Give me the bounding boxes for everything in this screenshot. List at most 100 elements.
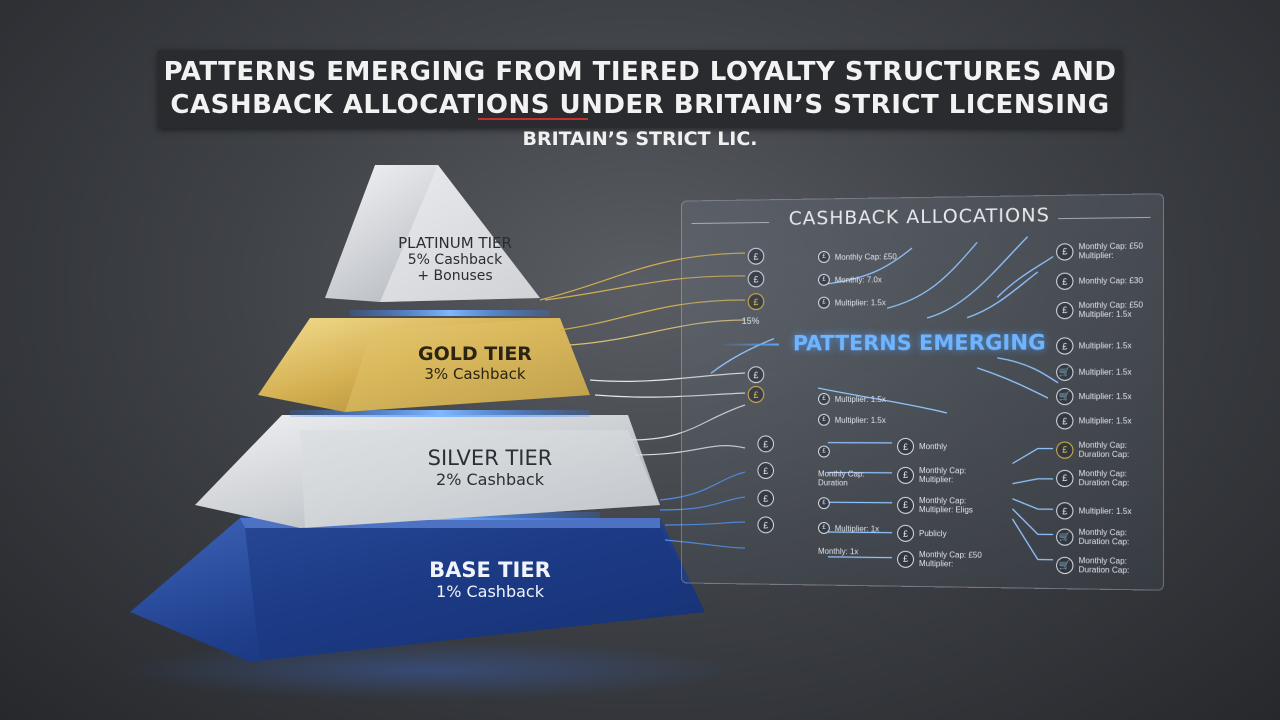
pound-coin-icon: £ [818,521,830,535]
pound-coin-icon: £ [757,489,774,507]
pound-coin-icon: £ [757,462,774,480]
node-label: Monthly Cap: Multiplier: Eligs [918,496,973,515]
pound-coin-icon: £ [757,516,774,534]
allocation-node: £ [747,386,765,403]
cart-icon: 🛒 [1056,556,1074,574]
node-label: Monthly: 7.0x [834,274,882,285]
node-label: Monthly Cap: £50 [834,251,897,262]
gold-tier-name: GOLD TIER [418,343,532,365]
allocation-node: £ Monthly: 7.0x [818,273,882,286]
node-label: Monthly Cap: £50 Multiplier: [1078,241,1144,261]
pound-coin-icon: £ [897,496,915,514]
allocation-node: £Monthly Cap: £50 Multiplier: 1.5x [1056,300,1156,319]
platinum-tier-cashback: 5% Cashback [407,252,503,268]
node-label: Multiplier: 1.5x [1078,392,1132,402]
allocation-node: £Multiplier: 1.5x [1056,502,1132,520]
allocation-node: 🛒Monthly Cap: Duration Cap: [1056,527,1150,546]
allocation-node: 🛒 Multiplier: 1.5x [1056,363,1132,381]
allocation-node: 🛒Monthly Cap: Duration Cap: [1056,556,1150,576]
node-label: Monthly Cap: Duration Cap: [1078,556,1130,575]
base-tier-label: BASE TIER 1% Cashback [380,558,600,601]
node-label: Monthly Cap: Multiplier: [918,466,967,485]
node-label: Monthly: 1x [818,546,859,557]
percentage-label: 15% [741,315,760,326]
cart-icon: 🛒 [1056,363,1074,381]
allocation-node: £Monthly Cap: £50 [818,250,897,264]
flow-arrow [927,237,1028,318]
platinum-tier-front-face [380,165,540,302]
cart-icon: 🛒 [1056,527,1074,546]
allocation-node: £Monthly Cap: £30 [1056,272,1143,290]
allocation-node: £ [757,516,774,534]
allocation-node: Monthly: 1x [818,547,858,556]
node-label: Multiplier: 1.5x [1078,416,1132,426]
node-label: Monthly Cap: Duration Cap: [1078,440,1130,460]
allocation-node: £Multiplier: 1x [818,521,879,535]
gold-tier-label: GOLD TIER 3% Cashback [380,343,570,383]
silver-tier-front-face [300,430,660,528]
pound-coin-icon: £ [897,524,915,542]
base-tier-cashback: 1% Cashback [436,582,544,601]
pound-coin-icon: £ [897,466,915,484]
allocation-node: £Publicly [897,524,947,543]
pound-coin-icon: £ [1056,242,1074,261]
flow-arrow [967,272,1038,318]
flow-arrow [828,502,892,503]
allocation-node: £Monthly Cap: Duration Cap: [1056,441,1150,460]
node-label: Multiplier: 1.5x [834,415,886,425]
allocation-node: £ [747,366,765,384]
pound-coin-icon: £ [747,247,765,265]
pound-coin-icon: £ [897,437,915,455]
node-label: Monthly [918,442,948,452]
allocation-node: £Monthly Cap: Multiplier: [897,466,989,485]
pound-coin-icon: £ [747,270,765,288]
pound-coin-icon: £ [818,497,830,510]
pound-coin-icon: £ [818,296,830,309]
platinum-tier-label: PLATINUM TIER 5% Cashback + Bonuses [360,234,550,284]
node-label: Monthly Cap: Duration [818,469,865,488]
node-label: Publicly [918,529,947,539]
node-label: Monthly Cap: Duration Cap: [1078,527,1130,547]
node-label: Multiplier: 1.5x [1078,367,1132,377]
allocation-node: £ [757,462,774,480]
cart-icon: 🛒 [1056,387,1074,406]
title-line-1: PATTERNS EMERGING FROM TIERED LOYALTY ST… [163,57,1117,87]
allocation-node: £ [818,445,830,458]
allocation-node: £Monthly [897,437,948,455]
pound-coin-icon: £ [1056,412,1074,430]
platinum-tier-bonuses: + Bonuses [417,268,493,284]
gold-tier-cashback: 3% Cashback [424,365,526,383]
flow-arrow [828,557,892,558]
node-label: Monthly Cap: £30 [1078,276,1144,286]
allocation-node: £ [747,270,765,288]
pound-coin-icon: £ [818,273,830,286]
flow-arrow [997,257,1053,298]
flow-arrow [1012,519,1053,560]
allocation-node: £Monthly Cap: Duration Cap: [1056,469,1150,488]
pound-coin-icon: £ [818,413,830,426]
flow-arrow [1012,509,1053,535]
node-label: Monthly Cap: Duration Cap: [1078,468,1130,488]
pound-coin-icon: £ [818,445,830,458]
flow-arrow [977,368,1048,398]
gold-tier-glow [350,310,550,316]
allocation-node: £ Multiplier: 1.5x [818,413,886,426]
allocation-node: £ [757,489,774,507]
pound-coin-icon: £ [747,386,765,403]
allocation-node: £ [747,293,765,311]
allocation-node: £ [818,497,830,510]
title-line-2: CASHBACK ALLOCATIONS UNDER BRITAIN’S STR… [170,90,1110,120]
title-banner: PATTERNS EMERGING FROM TIERED LOYALTY ST… [158,50,1122,128]
node-label: Monthly Cap: £50 Multiplier: [918,550,982,569]
pound-coin-icon: £ [1056,441,1074,459]
pound-coin-icon: £ [897,550,915,568]
platinum-tier-name: PLATINUM TIER [398,234,512,252]
allocation-node: £Monthly Cap: Multiplier: Eligs [897,496,999,515]
pound-coin-icon: £ [1056,301,1074,319]
node-label: Multiplier: 1.5x [1078,506,1132,517]
allocation-node: £ Multiplier: 1.5x [1056,412,1132,430]
node-label: Multiplier: 1.5x [834,297,886,308]
tier-pyramid [130,165,705,662]
allocation-node: £Multiplier: 1.5x [818,392,886,405]
pound-coin-icon: £ [818,392,830,405]
